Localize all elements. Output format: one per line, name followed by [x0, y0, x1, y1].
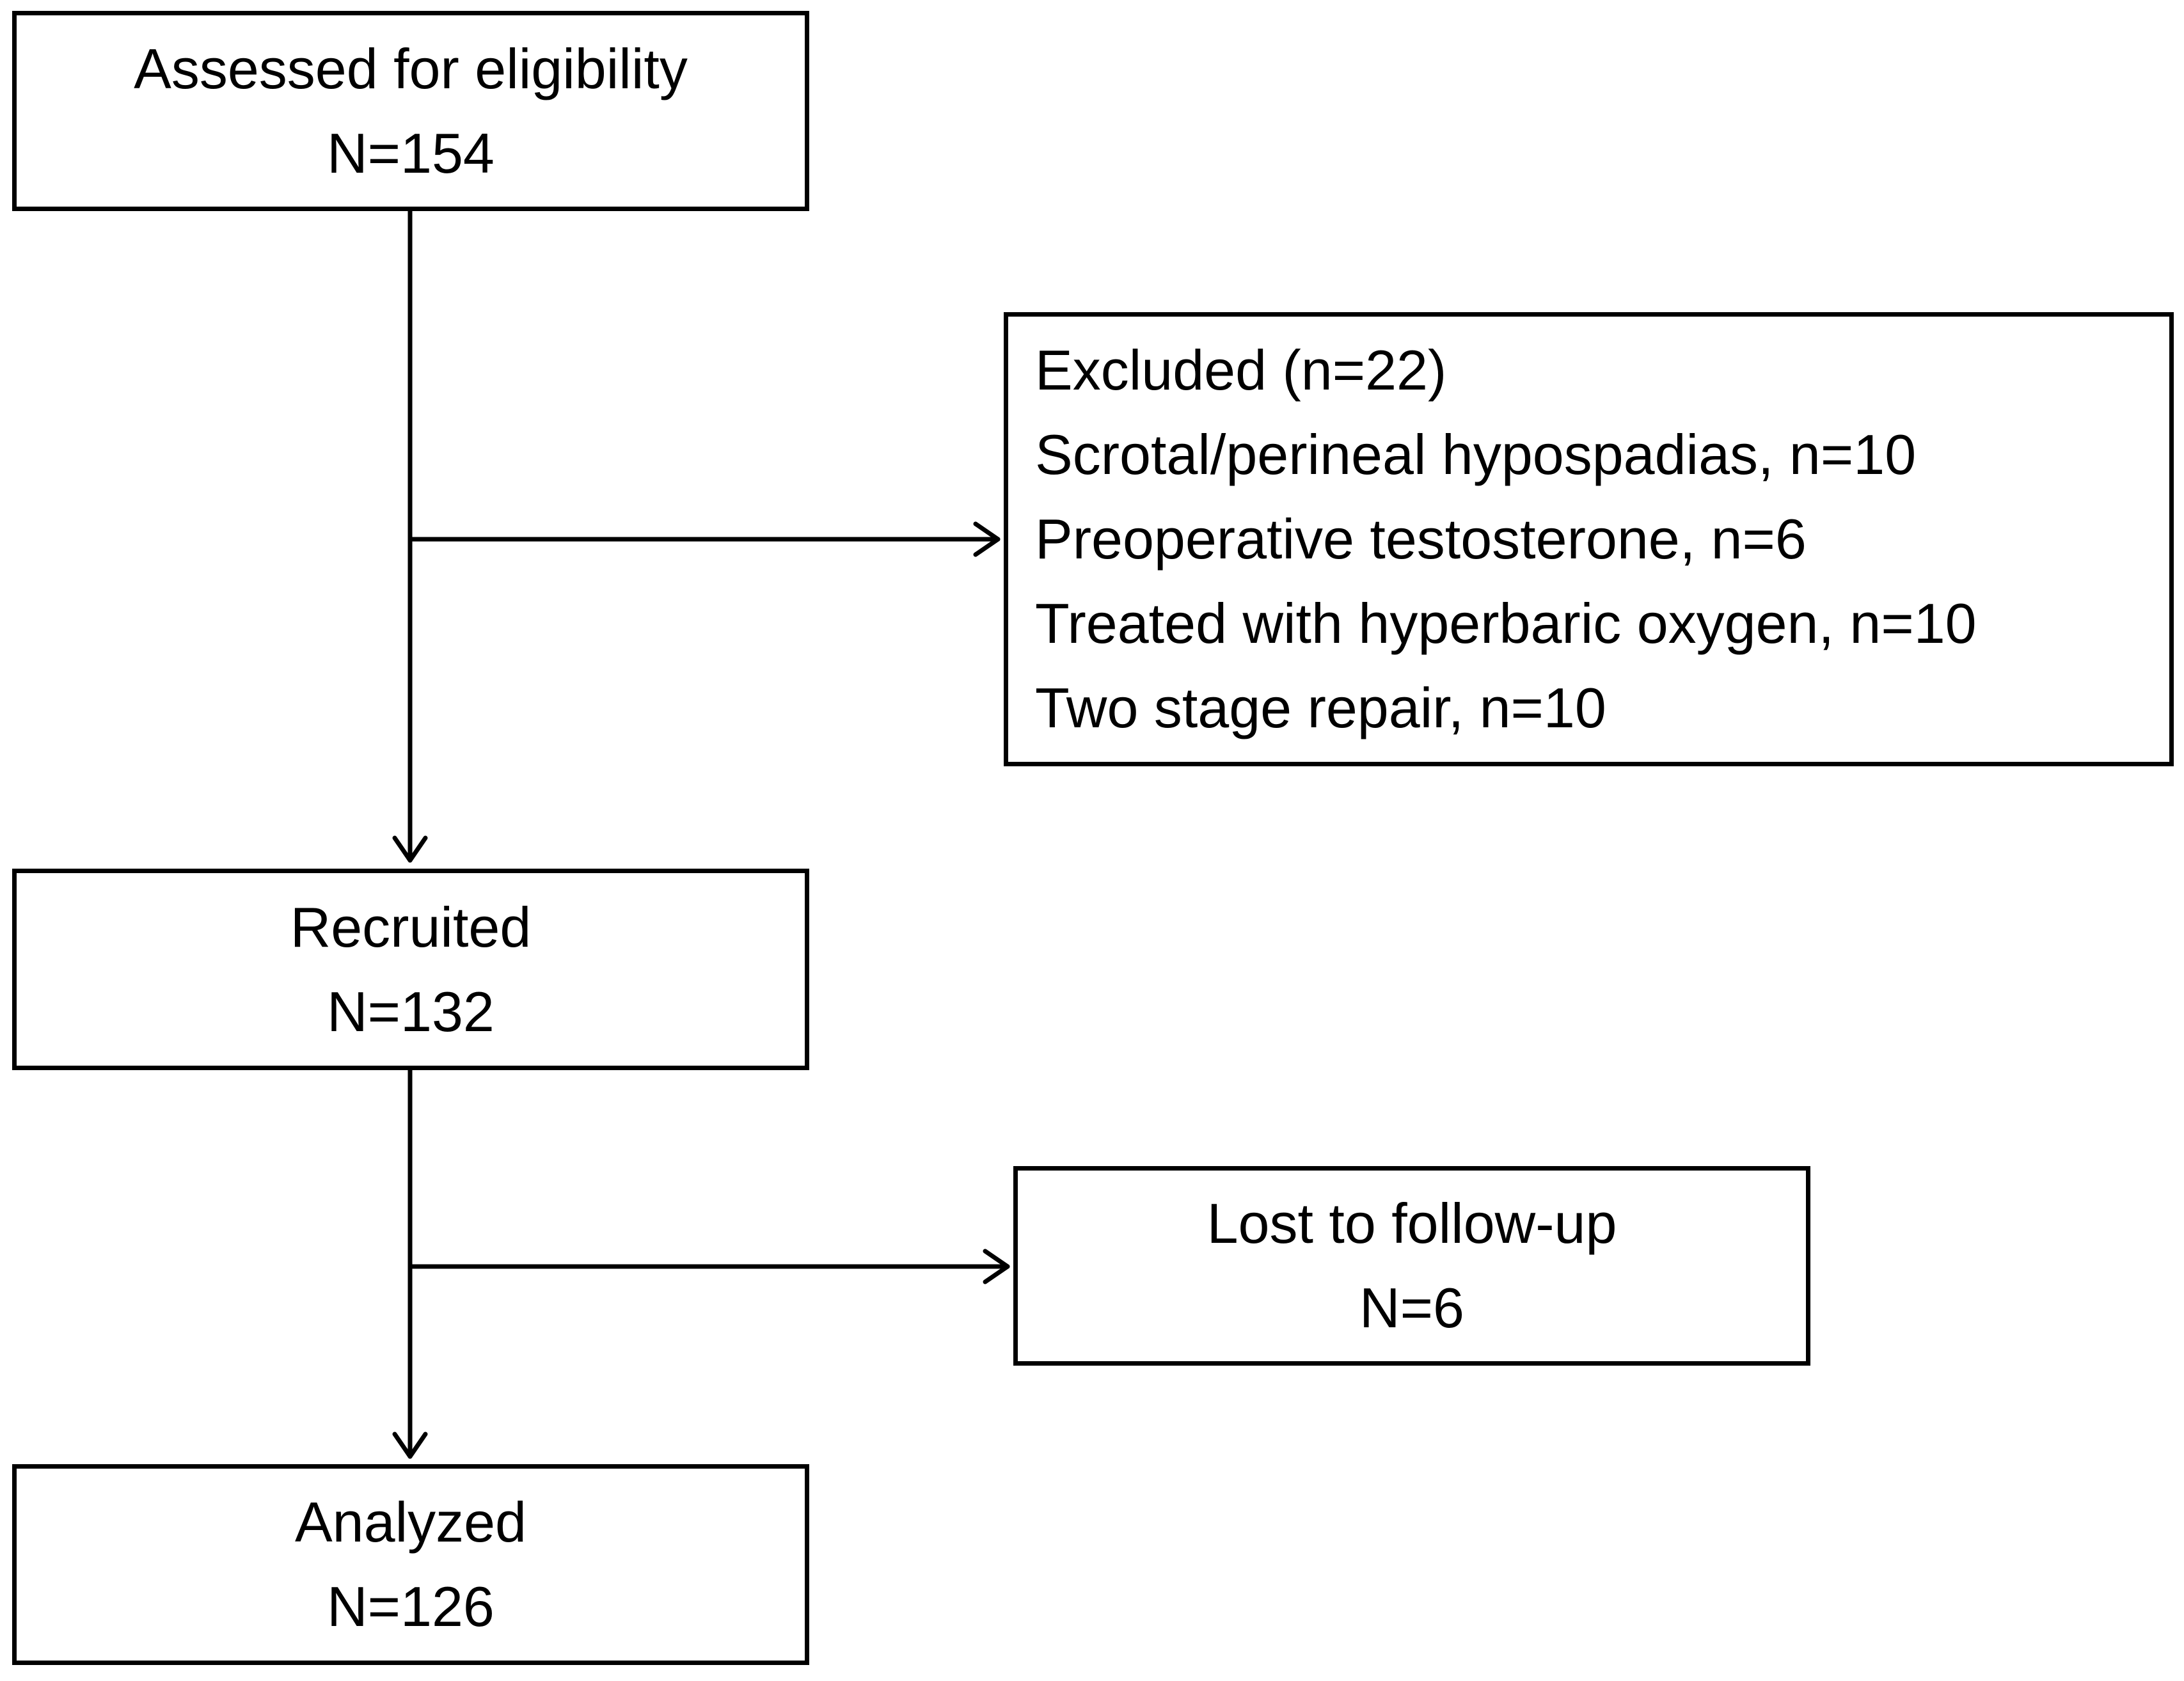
excluded-reason: Preoperative testosterone, n=6 [1035, 507, 1807, 571]
assessed-title: Assessed for eligibility [134, 36, 688, 100]
arrowhead-lost [983, 1249, 1010, 1284]
assessed-box: Assessed for eligibility N=154 [12, 11, 809, 211]
excluded-reason: Scrotal/perineal hypospadias, n=10 [1035, 423, 1917, 486]
analyzed-box: Analyzed N=126 [12, 1464, 809, 1665]
recruited-box: Recruited N=132 [12, 869, 809, 1070]
excluded-reason: Two stage repair, n=10 [1035, 676, 1606, 739]
lost-title: Lost to follow-up [1207, 1192, 1617, 1255]
lost-count: N=6 [1359, 1276, 1464, 1339]
arrowhead-recruited [392, 835, 428, 863]
arrowhead-analyzed [392, 1432, 428, 1459]
recruited-title: Recruited [290, 895, 532, 959]
analyzed-title: Analyzed [294, 1490, 526, 1554]
lost-to-follow-up-box: Lost to follow-up N=6 [1013, 1166, 1810, 1366]
assessed-count: N=154 [327, 121, 495, 185]
analyzed-count: N=126 [327, 1575, 495, 1638]
excluded-reason: Treated with hyperbaric oxygen, n=10 [1035, 592, 1977, 655]
excluded-box: Excluded (n=22) Scrotal/perineal hypospa… [1004, 312, 2174, 766]
recruited-count: N=132 [327, 979, 495, 1043]
excluded-title: Excluded (n=22) [1035, 338, 1447, 402]
arrowhead-excluded [973, 521, 1001, 557]
